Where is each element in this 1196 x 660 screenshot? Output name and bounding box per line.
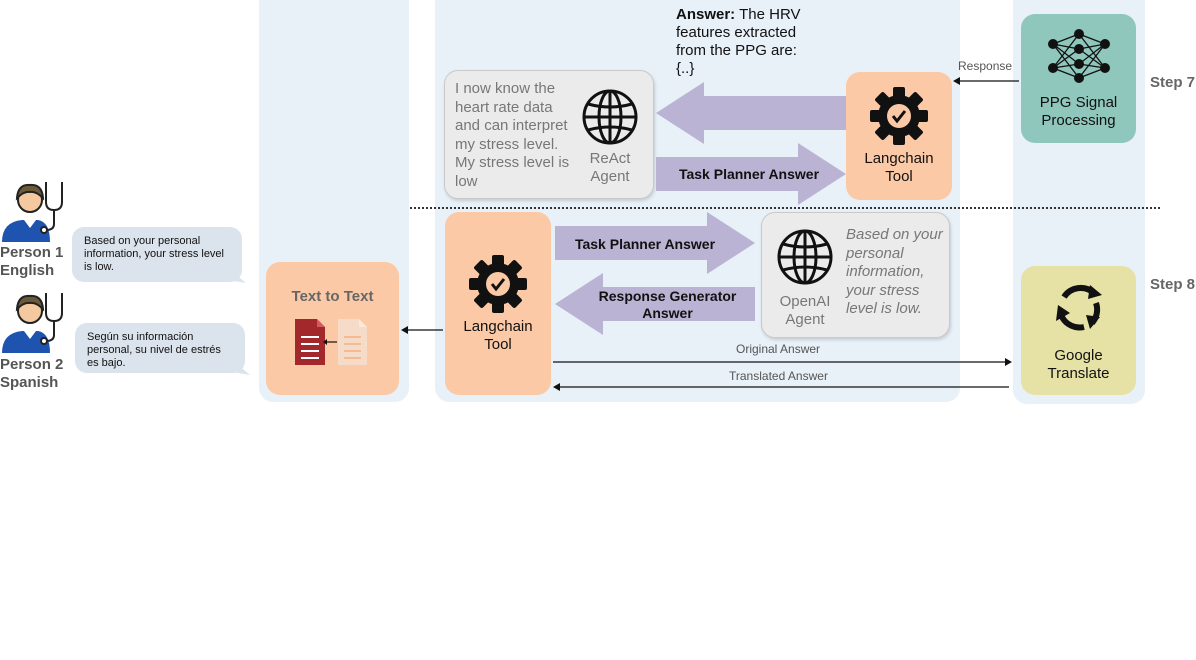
- response-label: Response: [958, 59, 1013, 73]
- react-agent-label: ReAct Agent: [589, 150, 631, 185]
- globe-icon: [582, 89, 638, 145]
- english-message-bubble: Based on your personal information, your…: [72, 227, 242, 282]
- langchain-tool-box-top: Langchain Tool: [846, 72, 952, 200]
- step-7-label: Step 7: [1150, 74, 1196, 91]
- response-arrow: [953, 77, 1019, 85]
- step-8-label: Step 8: [1150, 276, 1196, 293]
- gear-check-icon: [870, 87, 928, 145]
- react-reasoning-text: I now know the heart rate data and can i…: [455, 80, 570, 190]
- arrow-left-bottom: [555, 273, 755, 335]
- section-divider: [410, 207, 1160, 209]
- ppg-signal-processing-label: PPG Signal Processing: [1039, 93, 1118, 129]
- text-to-text-title: Text to Text: [291, 288, 374, 305]
- openai-agent-label: OpenAI Agent: [779, 293, 831, 328]
- arrow-to-text-to-text: [401, 326, 443, 334]
- ppg-signal-processing-box: PPG Signal Processing: [1021, 14, 1136, 143]
- translated-answer-label: Translated Answer: [729, 369, 828, 383]
- doctor-icon: [2, 293, 63, 353]
- doctor-icon: [2, 182, 63, 242]
- document-icon: [294, 319, 367, 365]
- arrow-right-top: [656, 143, 846, 205]
- task-planner-answer-top: Task Planner Answer: [678, 166, 820, 182]
- langchain-tool-label-bottom: Langchain Tool: [463, 317, 533, 353]
- langchain-tool-box-bottom: Langchain Tool: [445, 212, 551, 395]
- task-planner-answer-bottom: Task Planner Answer: [574, 236, 716, 252]
- original-answer-arrow: [553, 358, 1012, 366]
- bubble-tail: [232, 360, 250, 375]
- neural-network-icon: [1047, 28, 1110, 83]
- arrow-right-bottom: [555, 212, 755, 274]
- spanish-message-bubble: Según su información personal, su nivel …: [75, 323, 245, 373]
- refresh-icon: [1055, 284, 1102, 330]
- bubble-tail: [228, 268, 246, 283]
- answer-text: Answer: The HRV features extracted from …: [676, 6, 801, 77]
- openai-response-text: Based on your personal information, your…: [846, 226, 943, 317]
- response-generator-answer: Response Generator Answer: [598, 288, 737, 321]
- google-translate-label: Google Translate: [1047, 346, 1110, 382]
- text-to-text-box: Text to Text: [266, 262, 399, 395]
- original-answer-label: Original Answer: [736, 342, 821, 356]
- translated-answer-arrow: [553, 383, 1009, 391]
- globe-icon: [777, 229, 833, 285]
- arrow-left-top: [656, 82, 846, 144]
- google-translate-box: Google Translate: [1021, 266, 1136, 395]
- langchain-tool-label-top: Langchain Tool: [864, 150, 934, 185]
- gear-check-icon: [469, 254, 527, 313]
